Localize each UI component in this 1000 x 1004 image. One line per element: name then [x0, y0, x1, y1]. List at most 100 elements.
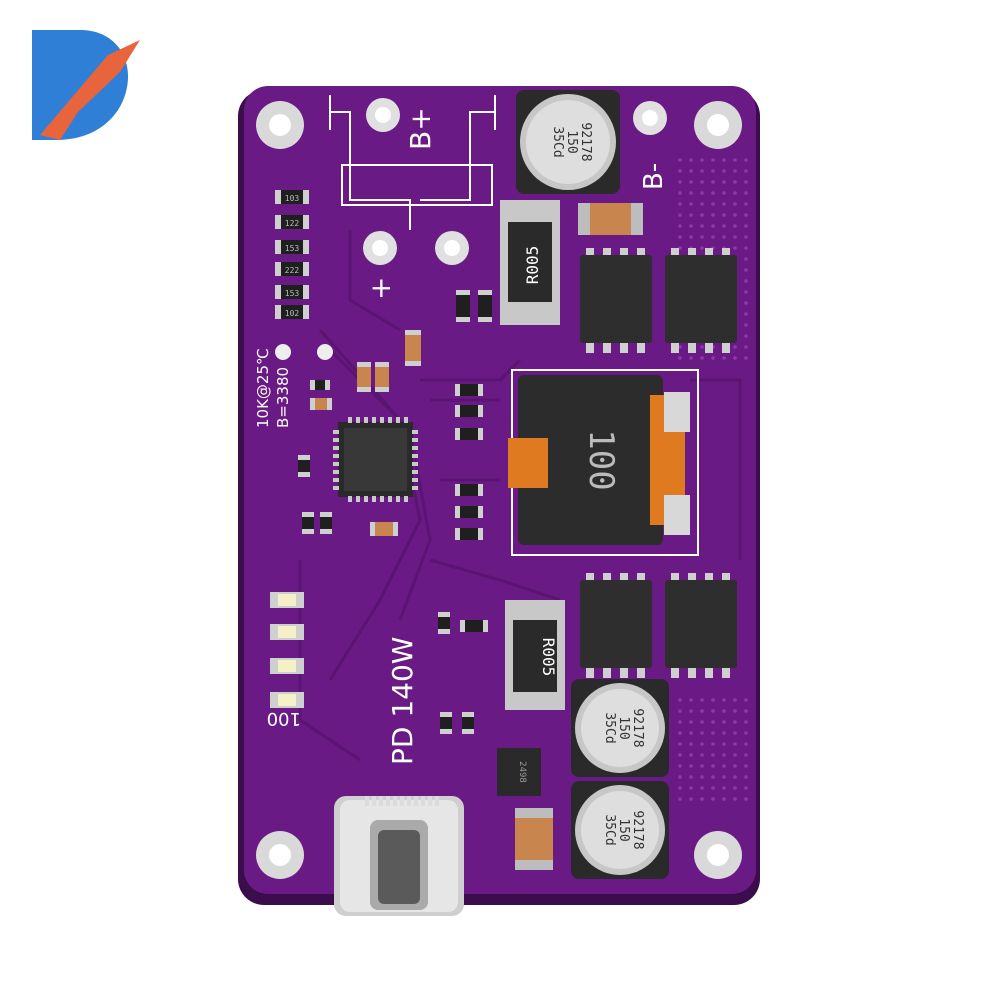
smd-passive — [310, 380, 330, 390]
via — [733, 235, 737, 239]
via — [700, 775, 704, 779]
capacitor-marking: 150 — [616, 818, 631, 841]
via — [722, 213, 726, 217]
via — [678, 731, 682, 735]
via — [711, 224, 715, 228]
label-b-plus: B+ — [404, 107, 437, 150]
via — [689, 753, 693, 757]
via — [689, 731, 693, 735]
via — [689, 158, 693, 162]
via — [689, 180, 693, 184]
label-led: 100 — [267, 708, 301, 729]
via — [678, 786, 682, 790]
mounting-hole-bottom-left — [256, 831, 304, 879]
capacitor-marking: 150 — [616, 716, 631, 739]
capacitor-marking: 35Cd — [550, 126, 565, 157]
via — [722, 731, 726, 735]
ceramic-cap-top — [578, 203, 643, 235]
via — [689, 169, 693, 173]
via — [711, 356, 715, 360]
smd-resistor: 153 — [275, 285, 309, 299]
via — [678, 224, 682, 228]
led — [270, 658, 304, 674]
via — [711, 698, 715, 702]
via — [678, 698, 682, 702]
via — [700, 698, 704, 702]
via — [700, 235, 704, 239]
via — [689, 235, 693, 239]
via — [689, 224, 693, 228]
via — [733, 246, 737, 250]
via — [733, 731, 737, 735]
ceramic-cap-bottom — [515, 808, 553, 870]
battery-terminal-outline — [329, 95, 496, 230]
via — [678, 753, 682, 757]
via — [711, 775, 715, 779]
shunt-resistor-bottom: R005 — [505, 600, 565, 710]
via — [744, 290, 748, 294]
via — [722, 180, 726, 184]
resistor-code: 153 — [285, 244, 300, 253]
via — [678, 764, 682, 768]
smd-passive — [438, 612, 450, 634]
via — [733, 180, 737, 184]
smd-passive — [455, 484, 483, 496]
via — [689, 709, 693, 713]
smd-passive — [370, 522, 398, 536]
smd-resistor: 122 — [275, 215, 309, 229]
capacitor-marking: 92178 — [578, 122, 593, 161]
capacitor-marking: 92178 — [630, 708, 645, 747]
passive-cluster-mid — [298, 290, 492, 734]
via — [678, 235, 682, 239]
via — [678, 345, 682, 349]
led — [270, 624, 304, 640]
smd-passive — [460, 620, 488, 632]
via — [678, 213, 682, 217]
via — [700, 356, 704, 360]
via — [700, 797, 704, 801]
label-thermistor-2: B=3380 — [274, 367, 292, 428]
via — [700, 786, 704, 790]
via — [678, 797, 682, 801]
via — [711, 786, 715, 790]
via — [744, 709, 748, 713]
brand-logo — [32, 30, 140, 140]
via — [744, 191, 748, 195]
via — [733, 709, 737, 713]
via — [700, 731, 704, 735]
shunt-resistor-top: R005 — [500, 200, 560, 325]
via — [689, 191, 693, 195]
smd-passive — [478, 290, 492, 322]
via — [700, 213, 704, 217]
via — [733, 764, 737, 768]
via — [689, 764, 693, 768]
shunt-top-text: R005 — [523, 246, 542, 285]
via — [700, 753, 704, 757]
via — [678, 356, 682, 360]
via — [744, 731, 748, 735]
via — [689, 202, 693, 206]
via — [722, 775, 726, 779]
via — [733, 224, 737, 228]
via — [711, 720, 715, 724]
smd-passive — [462, 712, 474, 734]
via — [744, 786, 748, 790]
via — [700, 191, 704, 195]
pcb-board: B+ B- + 10K@25℃ B=3380 PD 140W 100 10312… — [238, 86, 760, 916]
smd-passive — [302, 512, 314, 534]
via — [722, 158, 726, 162]
via — [733, 698, 737, 702]
controller-ic — [333, 417, 418, 502]
resistor-code: 153 — [285, 289, 300, 298]
via — [700, 224, 704, 228]
resistor-code: 103 — [285, 194, 300, 203]
via — [689, 720, 693, 724]
smd-passive — [375, 362, 389, 392]
via — [700, 345, 704, 349]
via — [744, 257, 748, 261]
via — [733, 797, 737, 801]
label-plus: + — [364, 277, 397, 300]
smd-resistor: 103 — [275, 190, 309, 204]
mosfet — [665, 573, 737, 678]
via — [733, 169, 737, 173]
